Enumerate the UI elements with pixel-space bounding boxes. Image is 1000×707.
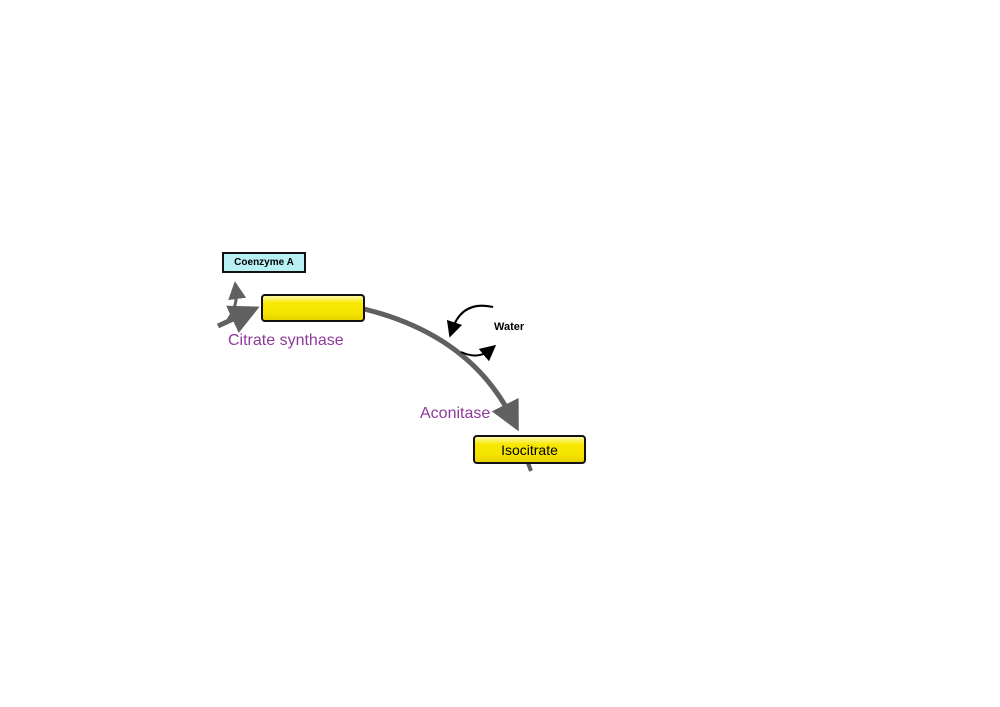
water-out-arrow (446, 304, 494, 338)
water-in-arrow (460, 344, 497, 362)
aconitase-label: Aconitase (420, 405, 491, 422)
continuation-line (526, 462, 533, 472)
coenzyme-a-label: Coenzyme A (234, 257, 294, 268)
coenzyme-a-box: Coenzyme A (222, 252, 306, 273)
citrate-synthase-label: Citrate synthase (228, 332, 344, 349)
isocitrate-box: Isocitrate (473, 435, 586, 464)
isocitrate-label: Isocitrate (501, 441, 558, 458)
water-label: Water (494, 321, 525, 333)
aconitase-arrow (363, 306, 519, 432)
citrate-blank-box[interactable] (261, 294, 365, 322)
input-arrow (216, 305, 260, 333)
coenzyme-a-release-arrow (226, 281, 247, 321)
